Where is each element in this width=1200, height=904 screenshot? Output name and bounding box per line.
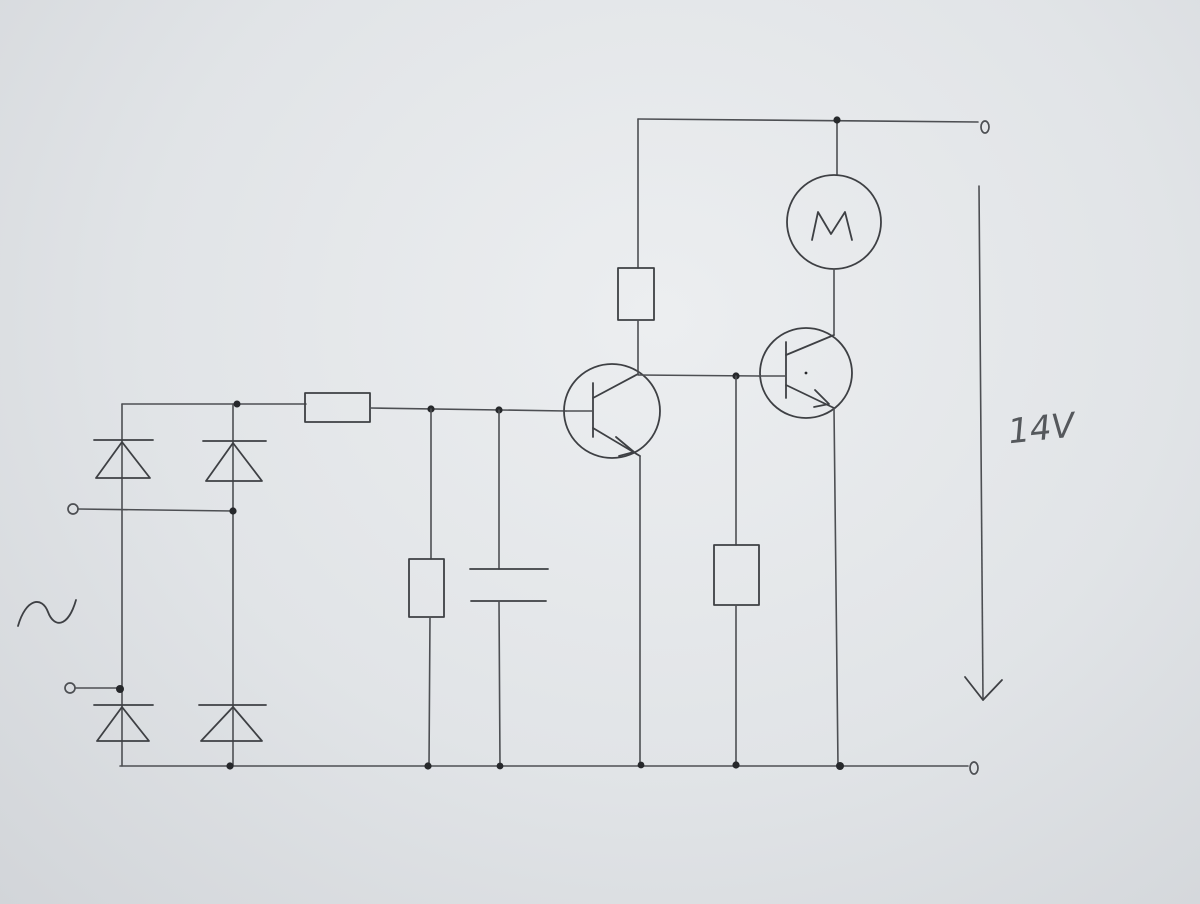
shunt-resistor xyxy=(408,408,445,767)
bridge-diode-top-left xyxy=(93,439,154,479)
q2-emitter-wire xyxy=(833,407,839,767)
ac-input-terminal-bottom xyxy=(64,682,76,694)
output-voltage-label: 14V xyxy=(1006,405,1079,452)
output-terminal-positive xyxy=(980,120,990,134)
bridge-diode-bottom-left xyxy=(93,704,154,742)
voltage-arrow xyxy=(964,185,1003,701)
motor-label-glyph xyxy=(811,211,853,241)
junction-dot xyxy=(732,761,740,769)
filter-capacitor xyxy=(469,409,549,767)
driver-transistor xyxy=(563,363,661,459)
motor-label: M xyxy=(834,221,835,223)
positive-output-rail xyxy=(637,118,979,123)
junction-dot xyxy=(833,116,841,124)
junction-dot xyxy=(233,400,241,408)
junction-dot xyxy=(229,507,237,515)
bridge-diode-bottom-right xyxy=(198,704,267,742)
ac-input-wire-top xyxy=(77,508,234,512)
ac-symbol xyxy=(17,599,77,627)
junction-dot xyxy=(116,685,124,693)
junction-dot xyxy=(496,762,504,770)
junction-dot xyxy=(836,762,844,770)
junction-dot xyxy=(637,761,645,769)
power-transistor xyxy=(759,327,853,419)
motor: M xyxy=(786,118,882,336)
bridge-rectifier: ~ xyxy=(17,400,307,767)
base-resistor xyxy=(713,375,760,767)
collector-resistor xyxy=(617,118,655,375)
series-resistor xyxy=(304,392,567,423)
output-terminal-negative xyxy=(969,761,979,775)
junction-dot xyxy=(424,762,432,770)
ac-input-terminal-top xyxy=(67,503,79,515)
junction-dot xyxy=(226,762,234,770)
q1-to-q2-base-wire xyxy=(637,374,760,377)
bridge-diode-top-right xyxy=(202,440,267,482)
